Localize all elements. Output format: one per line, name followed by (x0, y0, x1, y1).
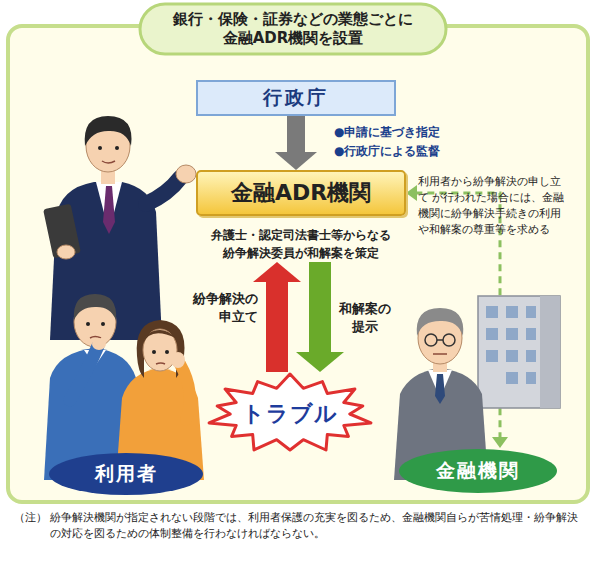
organization-box: 金融ADR機関 (196, 170, 406, 216)
bank-staff-illustration-part (437, 339, 443, 341)
user-couple-illustration-part (171, 352, 185, 368)
user-couple-illustration-part (152, 350, 156, 354)
organization-name: 金融ADR機関 (231, 178, 371, 208)
presenter-illustration (43, 116, 196, 340)
trouble-label: トラブル (242, 399, 338, 429)
building-illustration-part (526, 372, 536, 384)
presenter-illustration-part (102, 161, 115, 163)
user-ellipse: 利用者 (48, 452, 204, 496)
user-couple-illustration-part (90, 337, 101, 339)
ellipse-shape (399, 449, 557, 493)
presenter-illustration-part (146, 178, 180, 204)
building-illustration-part (506, 306, 518, 318)
user-label: 利用者 (95, 461, 158, 487)
arrow-label: 紛争解決の 申立て (188, 290, 258, 326)
outer-frame (8, 26, 588, 502)
building-illustration-part (478, 296, 560, 408)
bank-staff-illustration-part (443, 334, 455, 346)
building-illustration-part (526, 350, 536, 362)
building-illustration-part (506, 350, 518, 362)
outer-frame-part (8, 26, 588, 502)
user-couple-illustration-part (86, 322, 90, 326)
building-illustration-part (486, 328, 498, 340)
user-couple-illustration-part (165, 350, 169, 354)
institution-ellipse: 金融機関 (398, 448, 558, 494)
authority-box: 行政庁 (196, 80, 396, 116)
arrow-head (492, 437, 508, 448)
arrow-shaft (287, 116, 305, 155)
committee-description: 弁護士・認定司法書士等からなる 紛争解決委員が和解案を策定 (209, 226, 394, 262)
supervision-note: ●行政庁による監督 (334, 143, 440, 160)
user-couple-illustration-part (101, 322, 105, 326)
building-illustration-part (486, 350, 498, 362)
request-note: 利用者から紛争解決の申し立て が行われた場合には、金融 機関に紛争解決手続きの利… (418, 174, 565, 238)
user-couple-illustration-part (74, 294, 116, 320)
presenter-illustration-part (115, 146, 119, 150)
title-tab-part (140, 4, 446, 54)
proposal-arrow (296, 262, 344, 372)
bank-staff-illustration-part (433, 353, 447, 355)
arrow-head (296, 352, 344, 372)
user-couple-illustration-part (180, 364, 190, 420)
ellipse-shape (49, 453, 203, 495)
building-illustration-part (506, 372, 518, 384)
adr-organization-box: 金融ADR機関弁護士・認定司法書士等からなる 紛争解決委員が和解案を策定 (196, 170, 406, 262)
user-couple-illustration-part (143, 329, 177, 371)
trouble-starburst: トラブル (205, 372, 375, 456)
arrow-shaft (309, 262, 331, 355)
presenter-illustration-part (98, 146, 102, 150)
arrow-head (253, 262, 301, 282)
building-illustration-part (506, 328, 518, 340)
presenter-illustration-part (85, 116, 132, 146)
arrow-head (406, 185, 417, 201)
building-illustration-part (526, 306, 536, 318)
presenter-illustration-part (103, 186, 115, 234)
presenter-illustration-part (57, 245, 75, 259)
presenter-illustration-part (176, 165, 196, 183)
presenter-illustration-part (43, 204, 81, 259)
user-couple-illustration (44, 294, 204, 480)
building-illustration-part (540, 296, 560, 408)
footnote-caption: （注） 紛争解決機関が指定されない段階では、利用者保護の充実を図るため、金融機関… (14, 510, 583, 542)
arrow-shaft (266, 279, 288, 372)
user-couple-illustration-part (70, 346, 98, 400)
designation-note: ●申請に基づき指定 (334, 124, 440, 141)
application-arrow (253, 262, 301, 372)
diagram-title: 銀行・保険・証券などの業態ごとに 金融ADR機関を設置 (170, 10, 416, 48)
bank-staff-illustration-part (425, 334, 437, 346)
user-couple-illustration-part (92, 338, 106, 350)
arrow-label: 和解案の 提示 (336, 300, 393, 336)
user-couple-illustration-part (156, 363, 165, 364)
authority-name: 行政庁 (263, 85, 329, 111)
designation-arrow (275, 116, 317, 170)
arrow-head (275, 152, 317, 170)
bank-staff-illustration-part (435, 374, 445, 404)
institution-label: 金融機関 (436, 458, 520, 484)
title-tab (140, 4, 446, 54)
building-illustration-part (526, 328, 536, 340)
building-illustration-part (486, 306, 498, 318)
bank-staff-illustration-part (417, 308, 464, 336)
user-couple-illustration-part (143, 330, 176, 344)
building-illustration (478, 296, 560, 408)
starburst-shape (209, 374, 371, 450)
